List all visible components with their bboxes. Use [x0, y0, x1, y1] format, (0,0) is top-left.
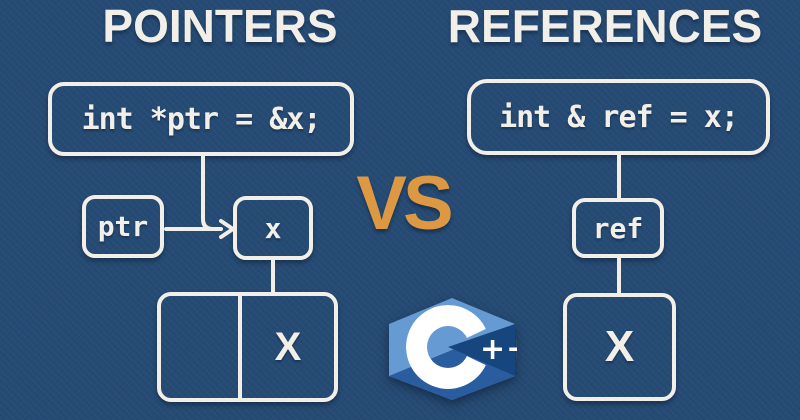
arrowhead-icon — [219, 219, 235, 239]
ptr-box: ptr — [82, 195, 164, 258]
memory-value-left: X — [274, 324, 302, 369]
connector-code-to-arrow — [201, 154, 215, 231]
cpp-plus-plus: ++ — [480, 332, 517, 367]
memory-value-right: X — [604, 322, 635, 371]
reference-code-box: int & ref = x; — [467, 79, 770, 155]
ref-label: ref — [592, 211, 644, 245]
memory-box-left: X — [157, 292, 338, 402]
cpp-letter-c — [406, 305, 490, 389]
pointer-code: int *ptr = &x; — [81, 101, 322, 137]
title-references: REFERENCES — [447, 0, 763, 52]
pointer-code-box: int *ptr = &x; — [48, 82, 354, 156]
memory-cell-divider — [238, 296, 242, 398]
memory-cell-address — [161, 296, 238, 398]
x-variable-label: x — [264, 211, 282, 245]
memory-box-right: X — [563, 293, 676, 401]
ref-box: ref — [572, 198, 664, 258]
reference-code: int & ref = x; — [499, 99, 739, 135]
ptr-label: ptr — [97, 210, 149, 243]
title-pointers: POINTERS — [102, 0, 338, 52]
vs-label: VS — [356, 160, 453, 246]
x-variable-box: x — [233, 196, 313, 260]
cpp-logo: ++ — [389, 298, 517, 400]
memory-cell-value: X — [242, 296, 334, 398]
